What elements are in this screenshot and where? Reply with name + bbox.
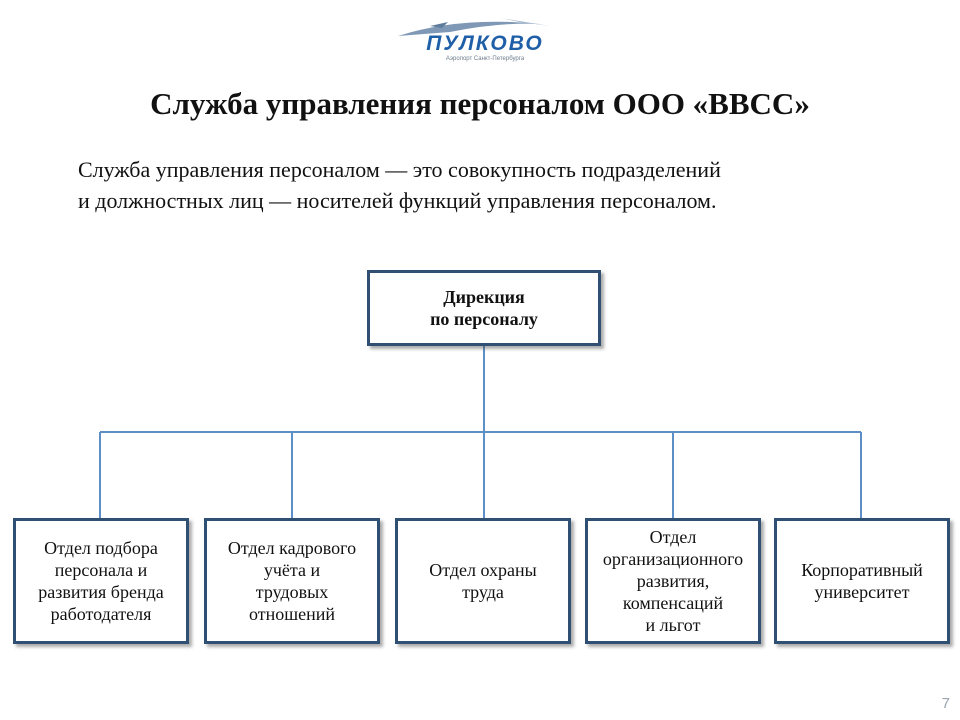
root-box-hr-directorate: Дирекция по персоналу: [367, 270, 601, 346]
dept-box-label: Отдел подбора персонала и развития бренд…: [38, 538, 164, 624]
slide-title: Служба управления персоналом ООО «ВВСС»: [150, 86, 810, 121]
dept-box-label: Отдел организационного развития, компенс…: [602, 527, 744, 635]
dept-box-corporate-university: Корпоративный университет: [774, 518, 950, 644]
intro-paragraph: Служба управления персоналом — это совок…: [78, 154, 898, 216]
intro-line-1: Служба управления персоналом — это совок…: [78, 157, 721, 182]
airplane-swoosh-icon: ПУЛКОВО Аэропорт Санкт-Петербурга: [398, 18, 550, 62]
dept-box-label: Отдел охраны труда: [429, 560, 537, 602]
dept-box-recruitment: Отдел подбора персонала и развития бренд…: [13, 518, 189, 644]
dept-box-label: Отдел кадрового учёта и трудовых отношен…: [227, 538, 357, 624]
page-number: 7: [941, 695, 950, 712]
dept-box-personnel-records: Отдел кадрового учёта и трудовых отношен…: [204, 518, 380, 644]
dept-box-label: Корпоративный университет: [801, 560, 923, 602]
intro-line-2: и должностных лиц — носителей функций уп…: [78, 188, 717, 213]
pulkovo-logo: ПУЛКОВО Аэропорт Санкт-Петербурга: [390, 12, 580, 64]
logo-brand-text: ПУЛКОВО: [426, 32, 543, 55]
dept-box-labor-safety: Отдел охраны труда: [395, 518, 571, 644]
dept-box-org-development: Отдел организационного развития, компенс…: [585, 518, 761, 644]
logo-tagline: Аэропорт Санкт-Петербурга: [446, 56, 525, 62]
root-box-label: Дирекция по персоналу: [430, 287, 538, 329]
